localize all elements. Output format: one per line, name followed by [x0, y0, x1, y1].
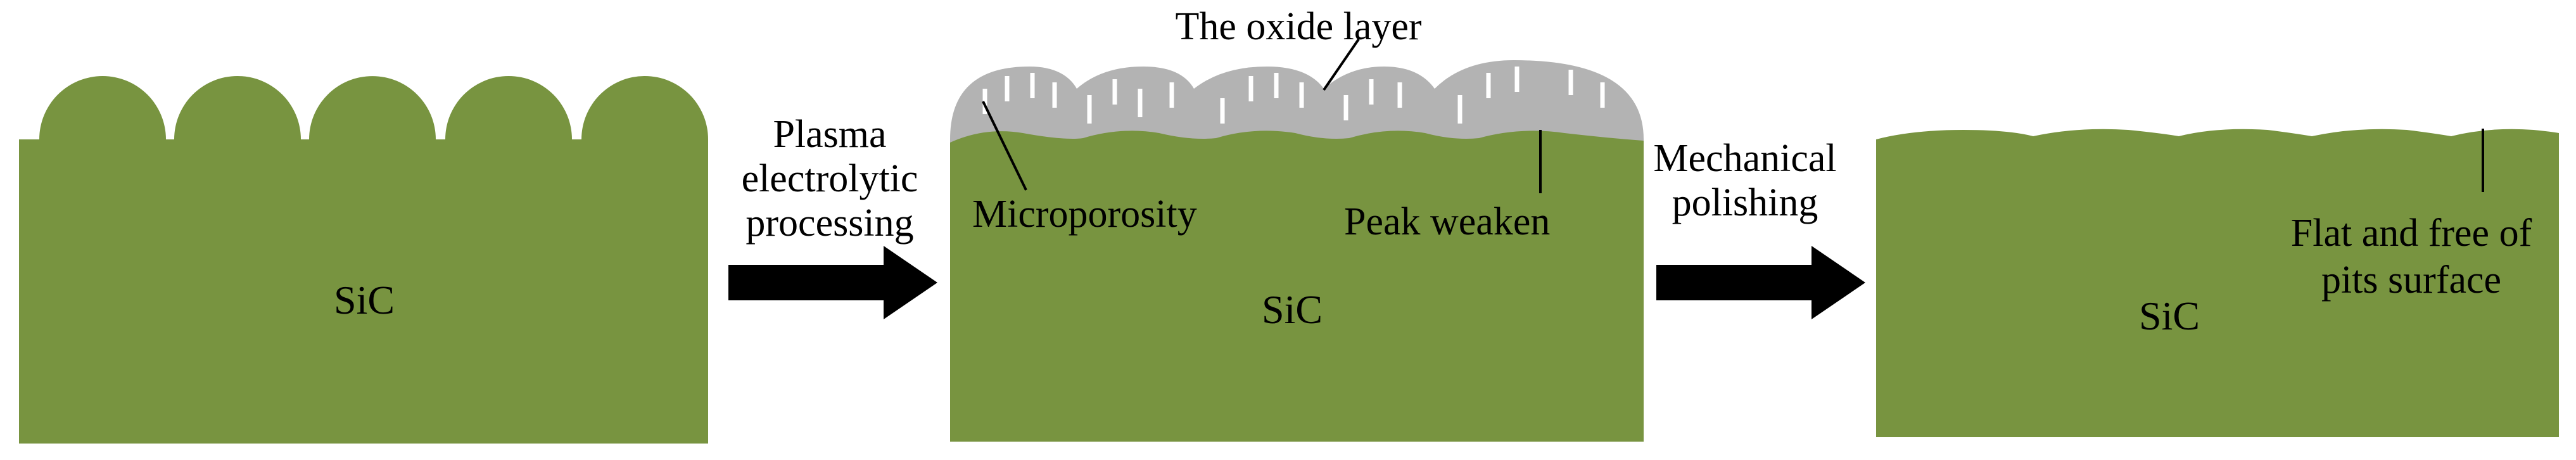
- oxide-layer: [950, 60, 1644, 149]
- stage-2-sic-label: SiC: [1262, 287, 1323, 332]
- arrow-2: Mechanical polishing: [1653, 137, 1865, 319]
- arrow-2-label-line-2: polishing: [1672, 181, 1818, 224]
- arrow-2-shape: [1656, 246, 1865, 319]
- micropores: [982, 67, 1605, 124]
- arrow-1-label-line-1: Plasma: [773, 113, 886, 156]
- peak-weaken-label: Peak weaken: [1344, 200, 1550, 243]
- arrow-1-label-line-3: processing: [746, 201, 913, 245]
- arrow-1: Plasma electrolytic processing: [728, 113, 937, 319]
- surface-label-line-1: Flat and free of: [2291, 212, 2532, 255]
- stage-3-substrate: [1876, 129, 2559, 437]
- stage-1-sic-label: SiC: [334, 278, 395, 323]
- microporosity-leader-line: [982, 101, 1027, 191]
- oxide-leader-line: [1323, 38, 1360, 91]
- arrow-2-label-line-1: Mechanical: [1653, 137, 1836, 180]
- stage-1-substrate: [19, 76, 708, 444]
- stage-3-polished-sic: Flat and free of pits surface SiC: [1876, 129, 2559, 437]
- arrow-1-shape: [728, 246, 937, 319]
- oxide-layer-label: The oxide layer: [1175, 5, 1421, 48]
- surface-label-line-2: pits surface: [2321, 259, 2501, 302]
- arrow-1-label-line-2: electrolytic: [742, 157, 918, 200]
- stage-3-sic-label: SiC: [2139, 293, 2200, 338]
- stage-2-substrate: [950, 131, 1644, 442]
- stage-2-oxidized-sic: The oxide layer Microporosity Peak weake…: [950, 5, 1644, 442]
- microporosity-label: Microporosity: [972, 193, 1197, 236]
- stage-1-rough-sic: SiC: [19, 76, 708, 444]
